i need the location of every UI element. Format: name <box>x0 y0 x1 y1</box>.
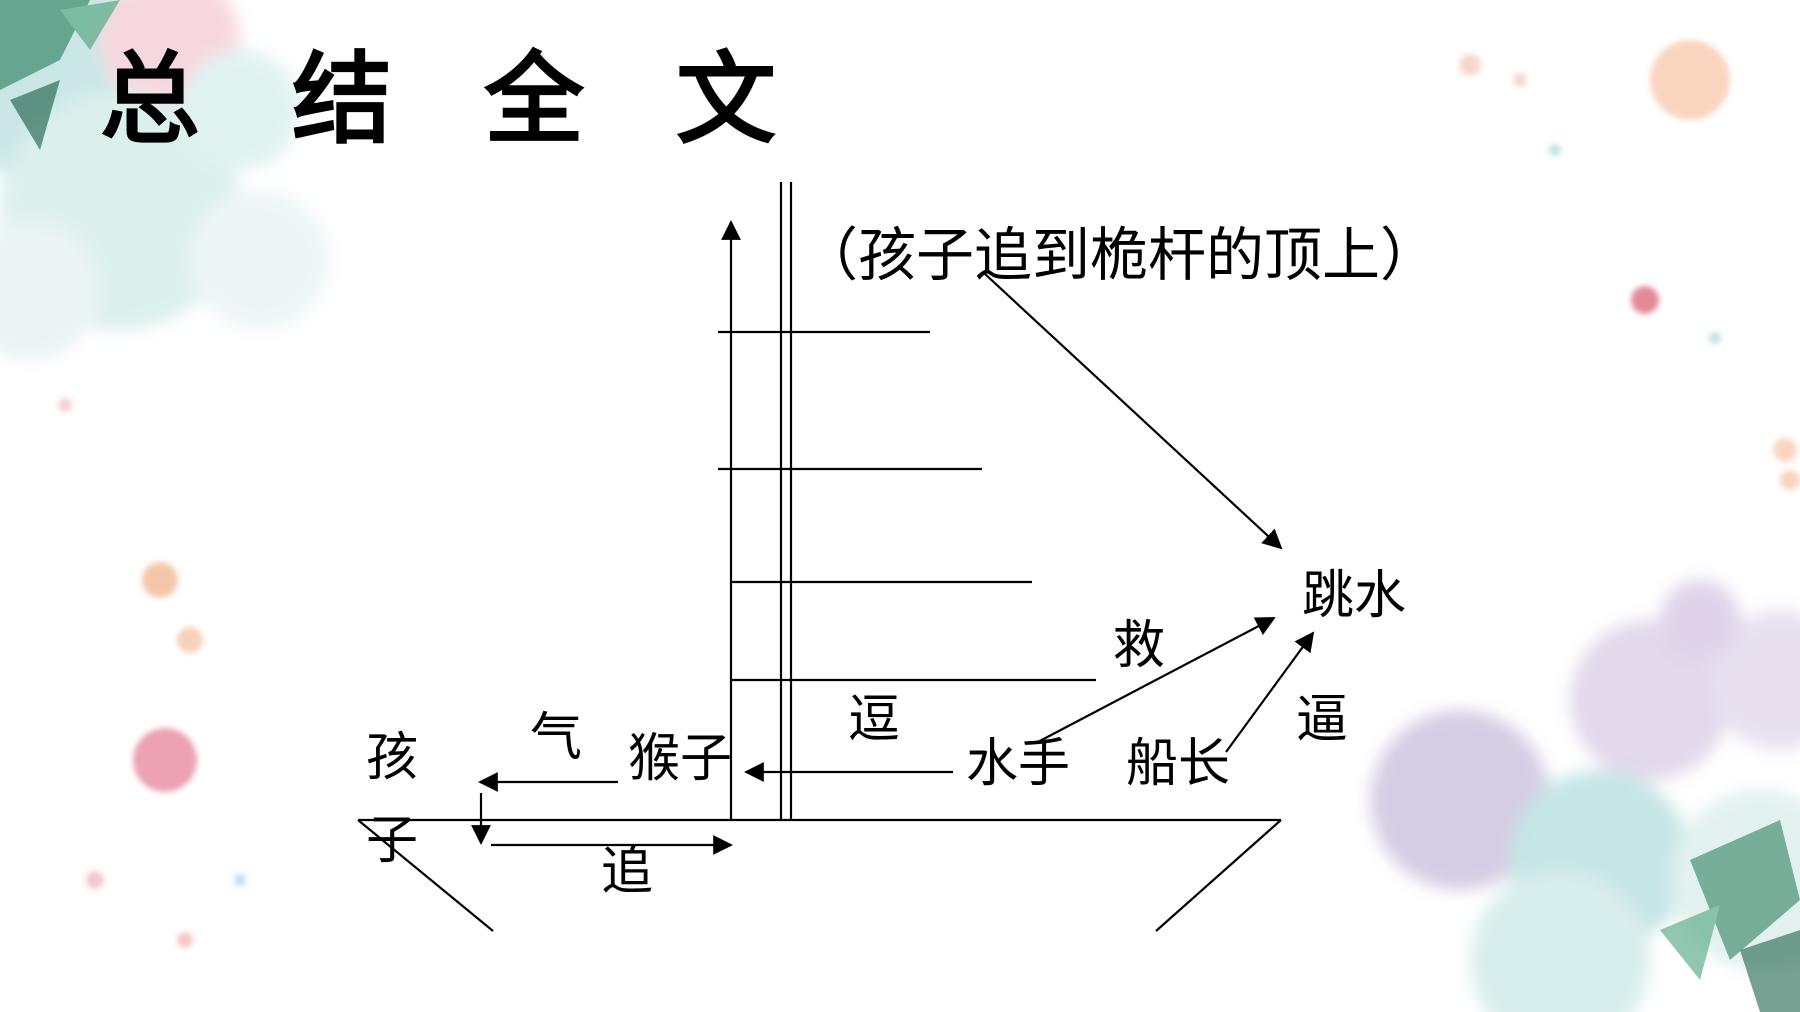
page-title: 总结全文 <box>100 41 868 158</box>
save-arrow <box>1035 617 1276 744</box>
mast-top-note: （孩子追到桅杆的顶上） <box>800 221 1439 289</box>
top-to-jump-arrow <box>984 273 1283 550</box>
force-arrow <box>1225 631 1315 753</box>
label-bi: 逼 <box>1296 690 1349 750</box>
label-chuanzhang: 船长 <box>1126 734 1231 794</box>
label-zi: 子 <box>366 811 419 871</box>
label-hai: 孩 <box>366 728 419 788</box>
hull-right <box>1155 819 1282 932</box>
label-zhui: 追 <box>601 842 654 902</box>
label-houzi: 猴子 <box>628 729 733 789</box>
label-tiaoshui: 跳水 <box>1302 566 1407 626</box>
label-shuishou: 水手 <box>966 734 1071 794</box>
label-dou: 逗 <box>848 690 901 750</box>
hull-left <box>357 819 494 932</box>
label-qi: 气 <box>530 708 583 768</box>
label-jiu: 救 <box>1113 616 1166 676</box>
